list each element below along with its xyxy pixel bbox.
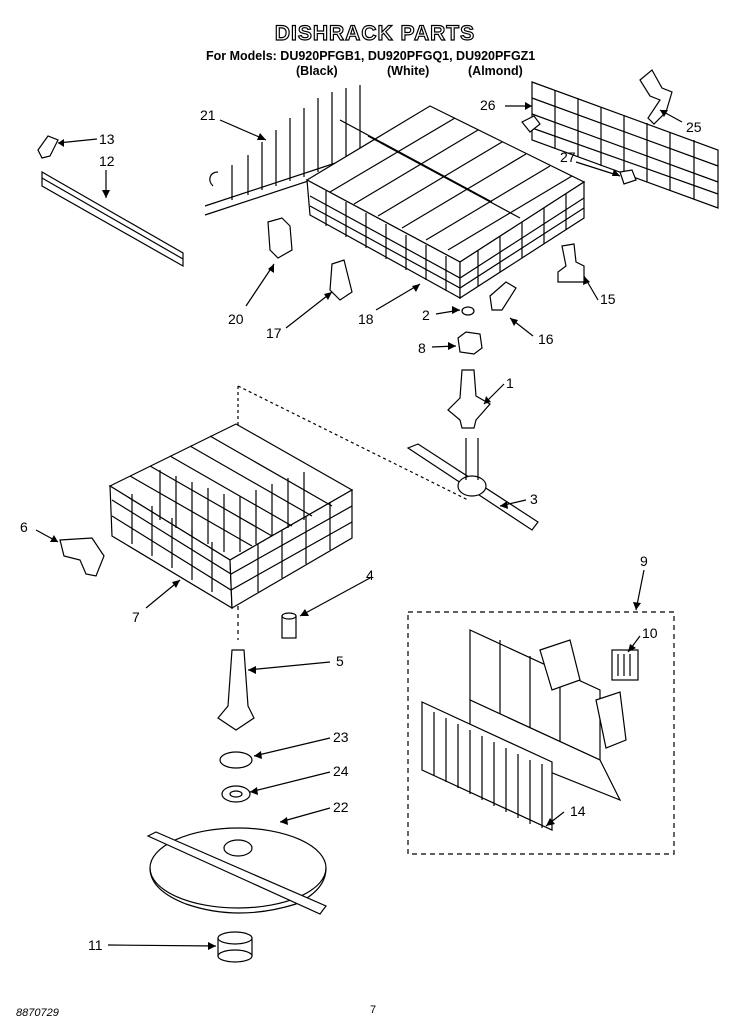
callout-9: 9	[640, 553, 648, 569]
part-6-wheel	[59, 537, 105, 577]
part-25-clip	[639, 69, 673, 125]
callout-25: 25	[686, 119, 702, 135]
callout-12: 12	[99, 153, 115, 169]
part-4-roller	[281, 612, 297, 639]
part-23-washer	[219, 751, 253, 769]
callout-2: 2	[422, 307, 430, 323]
arrowhead	[208, 942, 216, 950]
color-almond: (Almond)	[468, 64, 523, 78]
arrowhead	[250, 787, 258, 795]
arrowhead	[500, 501, 508, 509]
arrowhead	[633, 602, 641, 610]
callout-4: 4	[366, 567, 374, 583]
arrowhead	[412, 284, 420, 292]
part-16-bracket	[489, 281, 517, 311]
callout-23: 23	[333, 729, 349, 745]
part-18-upper-rack	[305, 105, 586, 300]
arrowhead	[583, 276, 590, 285]
callout-27: 27	[560, 149, 576, 165]
arrowhead	[248, 666, 256, 674]
part-17-bracket	[329, 259, 353, 301]
callout-14: 14	[570, 803, 586, 819]
arrowhead	[628, 644, 636, 652]
arrowhead	[510, 318, 518, 326]
callout-3: 3	[530, 491, 538, 507]
callout-8: 8	[418, 340, 426, 356]
callout-17: 17	[266, 325, 282, 341]
callout-5: 5	[336, 653, 344, 669]
part-9-box	[407, 611, 675, 855]
arrowhead	[268, 264, 274, 273]
color-black: (Black)	[296, 64, 338, 78]
color-white: (White)	[387, 64, 430, 78]
part-14-cover	[421, 701, 553, 831]
arrowhead	[172, 580, 180, 588]
callout-6: 6	[20, 519, 28, 535]
arrowhead	[50, 535, 58, 542]
arrowhead	[660, 110, 668, 117]
part-8-nut	[457, 331, 483, 355]
callout-20: 20	[228, 311, 244, 327]
part-13-clip	[37, 135, 59, 159]
part-11-ring	[217, 931, 253, 963]
part-3-spray-arm	[406, 438, 539, 531]
part-22-spray-arm	[146, 827, 327, 915]
arrowhead	[254, 751, 262, 759]
arrowhead	[300, 609, 309, 616]
callout-16: 16	[538, 331, 554, 347]
callout-13: 13	[99, 131, 115, 147]
arrowhead	[452, 306, 460, 314]
part-1-tube	[447, 369, 491, 429]
part-27-clip-b	[619, 169, 637, 185]
part-20-bracket	[267, 217, 293, 259]
callout-1: 1	[506, 375, 514, 391]
part-9-basket	[469, 629, 627, 802]
callout-15: 15	[600, 291, 616, 307]
arrowhead	[525, 102, 532, 110]
diagram-title: DISHRACK PARTS	[274, 21, 476, 45]
callout-24: 24	[333, 763, 349, 779]
footer-code: 8870729	[16, 1007, 59, 1019]
arrowhead	[280, 817, 288, 825]
part-15-clip	[557, 243, 585, 283]
arrowhead	[324, 292, 332, 300]
part-27-clip-a	[521, 115, 541, 133]
arrowhead	[102, 190, 110, 198]
part-2-washer	[461, 306, 475, 316]
part-10-part	[611, 649, 639, 681]
part-24-ring	[221, 785, 251, 803]
part-7-lower-rack	[108, 423, 354, 610]
callout-10: 10	[642, 625, 658, 641]
arrowhead	[612, 169, 620, 176]
callout-21: 21	[200, 107, 216, 123]
part-5-tube	[217, 649, 255, 731]
arrowhead	[448, 342, 456, 350]
arrowhead	[484, 396, 491, 404]
arrowhead	[58, 139, 64, 147]
arrowhead	[546, 818, 555, 826]
callout-7: 7	[132, 609, 140, 625]
callout-11: 11	[88, 937, 103, 953]
footer-page: 7	[370, 1004, 377, 1016]
models-line: For Models: DU920PFGB1, DU920PFGQ1, DU92…	[206, 49, 536, 63]
arrowhead	[257, 133, 266, 140]
callout-26: 26	[480, 97, 496, 113]
part-12-rail	[41, 170, 184, 268]
part-26-panel	[531, 81, 719, 209]
callout-18: 18	[358, 311, 374, 327]
callout-22: 22	[333, 799, 349, 815]
